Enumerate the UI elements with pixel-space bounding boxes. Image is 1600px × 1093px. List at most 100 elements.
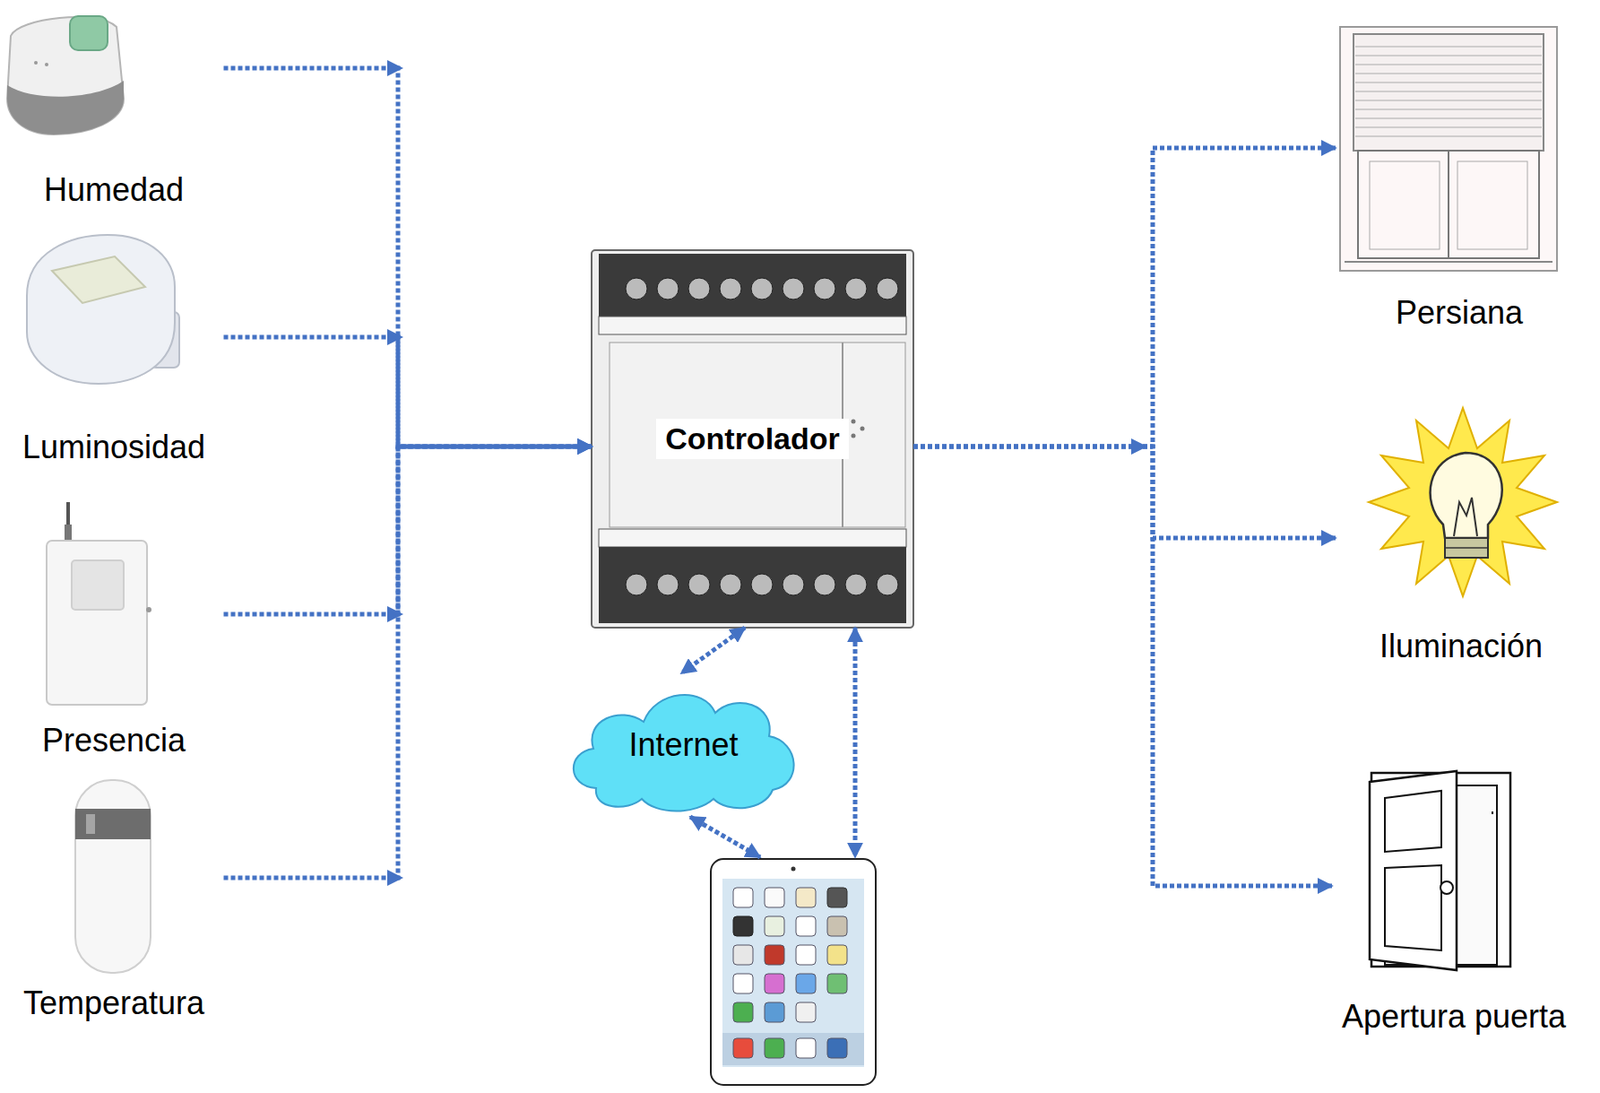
tablet-device bbox=[795, 973, 816, 994]
tablet-device bbox=[733, 944, 753, 965]
shutter-window-drawing bbox=[1355, 91, 1542, 93]
controller-device bbox=[851, 419, 857, 424]
shutter-window-drawing bbox=[1355, 73, 1542, 75]
node-label: Persiana bbox=[1395, 293, 1523, 332]
controller-device bbox=[657, 277, 679, 300]
controller-device bbox=[688, 277, 710, 300]
controller-device bbox=[751, 277, 773, 300]
shutter-window-drawing bbox=[1344, 260, 1553, 263]
presence-sensor-icon bbox=[64, 524, 72, 541]
tablet-device bbox=[795, 1037, 816, 1058]
controller-device bbox=[719, 573, 742, 596]
tablet-device bbox=[722, 1032, 865, 1065]
tablet-device bbox=[733, 973, 753, 994]
dotted-connector bbox=[681, 627, 745, 674]
tablet-device bbox=[791, 866, 796, 872]
node-label: Luminosidad bbox=[22, 427, 206, 467]
humidity-sensor-icon bbox=[7, 16, 124, 135]
dotted-connector bbox=[913, 446, 1332, 886]
junction-arrowheads bbox=[387, 60, 1148, 886]
tablet-device bbox=[722, 878, 865, 1067]
cloud-node: Internet bbox=[555, 673, 812, 817]
dotted-connector bbox=[224, 446, 593, 878]
tablet-device bbox=[827, 887, 848, 908]
tablet-device bbox=[764, 1002, 785, 1022]
dotted-connector bbox=[224, 337, 593, 447]
door-drawing bbox=[1440, 881, 1453, 894]
humidity-sensor-icon bbox=[69, 16, 108, 51]
controller-node: Controlador bbox=[591, 250, 914, 628]
door-drawing bbox=[1491, 811, 1494, 814]
controller-device bbox=[598, 316, 907, 335]
controller-device bbox=[625, 573, 648, 596]
controller-device bbox=[657, 573, 679, 596]
controller-device bbox=[719, 277, 742, 300]
light-bulb-drawing bbox=[1453, 497, 1478, 537]
shutter-window-drawing bbox=[1340, 26, 1557, 271]
tablet-device bbox=[827, 944, 848, 965]
tablet-device bbox=[733, 916, 753, 936]
controller-device bbox=[591, 250, 914, 628]
controller-device bbox=[625, 277, 648, 300]
controller-device bbox=[688, 573, 710, 596]
shutter-window-drawing bbox=[1340, 26, 1557, 271]
shutter-window-drawing bbox=[1369, 161, 1440, 250]
shutter-window-drawing bbox=[1355, 82, 1542, 84]
door-drawing bbox=[1369, 770, 1457, 970]
shutter-window-drawing bbox=[1457, 161, 1528, 250]
tablet-device bbox=[710, 858, 876, 1085]
controller-device bbox=[851, 433, 857, 439]
controller-device bbox=[845, 277, 867, 300]
controller-device bbox=[751, 573, 773, 596]
light-sensor-icon bbox=[51, 256, 146, 303]
temperature-sensor-icon bbox=[75, 779, 151, 973]
shutter-window-drawing bbox=[1355, 127, 1542, 129]
shutter-window-drawing bbox=[1355, 55, 1542, 57]
dotted-connector bbox=[913, 446, 1336, 538]
cloud-outline bbox=[573, 694, 795, 812]
shutter-window-drawing bbox=[1355, 100, 1542, 102]
tablet-device bbox=[827, 973, 848, 994]
actuator-node: Iluminación bbox=[1335, 394, 1587, 666]
presence-sensor-icon bbox=[146, 606, 152, 613]
door-drawing bbox=[1384, 864, 1442, 951]
presence-sensor-icon bbox=[71, 560, 124, 610]
controller-device bbox=[782, 573, 805, 596]
tablet-device bbox=[795, 887, 816, 908]
controller-device bbox=[860, 426, 865, 432]
tablet-device bbox=[764, 916, 785, 936]
sensor-node: Presencia bbox=[4, 497, 225, 760]
temperature-sensor-icon bbox=[86, 813, 96, 834]
dotted-connector bbox=[913, 147, 1336, 447]
controller-device bbox=[591, 250, 914, 628]
node-label: Iluminación bbox=[1379, 626, 1543, 666]
light-sensor-icon bbox=[26, 234, 175, 384]
dotted-connector bbox=[690, 816, 761, 857]
door-drawing bbox=[1384, 790, 1442, 852]
controller-device bbox=[845, 573, 867, 596]
shutter-window-drawing bbox=[1355, 136, 1542, 138]
node-label: Controlador bbox=[656, 418, 849, 459]
tablet-device bbox=[795, 1002, 816, 1022]
shutter-window-drawing bbox=[1447, 150, 1450, 259]
dotted-connector bbox=[853, 627, 858, 857]
tablet-device bbox=[733, 1037, 753, 1058]
sensor-node: Temperatura bbox=[4, 772, 225, 1022]
light-bulb-drawing bbox=[1368, 407, 1557, 597]
tablet-device bbox=[827, 916, 848, 936]
humidity-sensor-icon bbox=[34, 60, 38, 65]
tablet-device bbox=[764, 887, 785, 908]
tablet-node bbox=[709, 856, 878, 1087]
light-bulb-drawing bbox=[1444, 546, 1488, 549]
temperature-sensor-icon bbox=[75, 779, 151, 973]
controller-device bbox=[609, 342, 906, 528]
shutter-window-drawing bbox=[1355, 118, 1542, 120]
controller-device bbox=[876, 573, 899, 596]
shutter-window-drawing bbox=[1353, 34, 1544, 151]
controller-device bbox=[598, 253, 907, 317]
tablet-device bbox=[764, 973, 785, 994]
tablet-device bbox=[795, 944, 816, 965]
controller-device bbox=[813, 277, 836, 300]
